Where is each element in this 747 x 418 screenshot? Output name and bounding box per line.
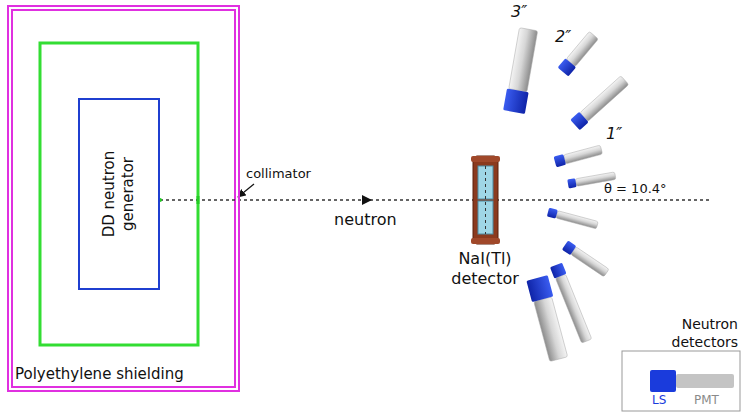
collimator-label: collimator [246, 166, 311, 182]
beam-line [160, 199, 712, 200]
legend-text: LS [652, 393, 666, 408]
legend-swatch [676, 374, 734, 388]
shielding-box: Polyethylene shielding DD neutron generat… [7, 5, 240, 392]
beam-arrowhead [362, 195, 372, 205]
angle-label: θ = 10.4° [602, 182, 669, 196]
detector-size-label: 1″ [606, 124, 622, 144]
neutron-detector [503, 27, 539, 114]
detector-size-label: 2″ [555, 27, 571, 47]
generator-label: DD neutron generator [100, 119, 138, 269]
shielding-inner-outline [12, 10, 235, 387]
shielding-layer [40, 43, 198, 345]
legend-title: Neutron detectors [652, 316, 738, 351]
neutron-detector [526, 275, 569, 362]
neutron-detector [554, 144, 603, 167]
shielding-label: Polyethylene shielding [15, 365, 184, 384]
legend-text: PMT [694, 393, 719, 408]
collimator-hole [197, 196, 200, 204]
detector-size-label: 3″ [511, 2, 527, 22]
collimator-leader [238, 184, 254, 197]
generator-box: DD neutron generator [78, 98, 160, 290]
nai-detector [471, 156, 500, 244]
nai-detector-label: NaI(Tl) detector [443, 249, 527, 289]
neutron-detector [547, 208, 599, 230]
legend-frame [622, 351, 740, 411]
legend-swatch [650, 370, 676, 392]
neutron-detector [570, 75, 629, 130]
beam-label: neutron [334, 210, 397, 230]
neutron-detector [562, 240, 610, 277]
